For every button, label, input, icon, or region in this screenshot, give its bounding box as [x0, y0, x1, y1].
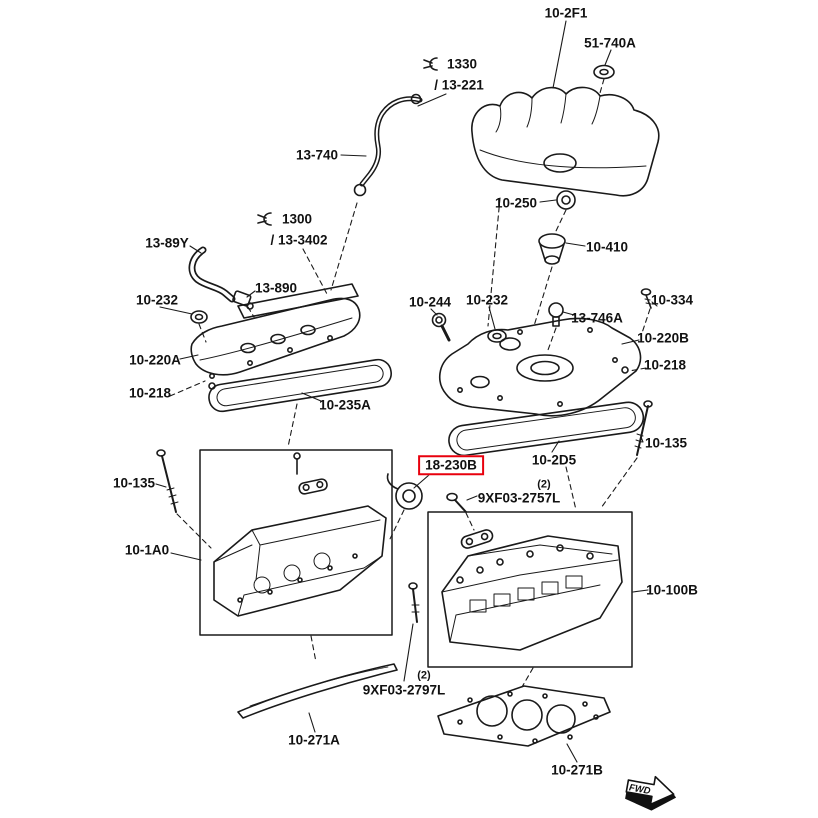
part-label-10-235A[interactable]: 10-235A	[319, 397, 371, 413]
fwd-label: FWD	[628, 782, 651, 797]
grommet-art	[593, 64, 615, 80]
center-grommet-art	[487, 329, 507, 343]
fitting-art	[232, 290, 254, 310]
part-label-10-232-left[interactable]: 10-232	[135, 292, 179, 308]
qty-label-9XF03-2797L: (2)	[417, 669, 431, 682]
part-label-13-221[interactable]: / 13-221	[434, 77, 484, 93]
breather-hose-art	[353, 93, 423, 197]
hose-clamp-icon	[257, 212, 272, 226]
part-label-10-100B[interactable]: 10-100B	[646, 582, 698, 598]
part-label-10-220B[interactable]: 10-220B	[637, 330, 689, 346]
leader-lines	[155, 20, 658, 763]
part-label-10-271A[interactable]: 10-271A	[288, 732, 340, 748]
hose-clamp-icon	[423, 57, 438, 71]
part-label-10-244[interactable]: 10-244	[408, 294, 452, 310]
part-label-1330[interactable]: 1330	[446, 56, 478, 72]
bracket-art	[460, 529, 494, 549]
valve-13-746A-art	[548, 302, 564, 327]
part-label-10-135-left[interactable]: 10-135	[112, 475, 156, 491]
part-label-10-2D5[interactable]: 10-2D5	[531, 452, 577, 468]
part-label-10-218-right[interactable]: 10-218	[643, 357, 687, 373]
part-label-10-232-center[interactable]: 10-232	[465, 292, 509, 308]
stud-left-art	[156, 449, 179, 513]
part-label-9XF03-2797L[interactable]: 9XF03-2797L	[362, 682, 446, 698]
left-grommet-art	[190, 310, 208, 324]
screw-10-334-art	[640, 288, 652, 309]
water-outlet-art	[386, 473, 423, 510]
part-label-10-271B[interactable]: 10-271B	[551, 762, 603, 778]
bolt-10-244-art	[431, 312, 451, 342]
elbow-hose-art	[188, 246, 236, 303]
oil-filler-cap-art	[556, 190, 576, 210]
right-cover-gasket-art	[448, 401, 645, 457]
cap-art	[538, 233, 566, 265]
part-label-1300[interactable]: 1300	[281, 211, 313, 227]
part-label-13-3402[interactable]: / 13-3402	[270, 232, 328, 248]
stud-right-art	[634, 400, 653, 456]
part-label-51-740A[interactable]: 51-740A	[584, 35, 636, 51]
engine-cover-art	[471, 86, 660, 197]
left-cover-gasket-art	[208, 358, 392, 413]
part-label-9XF03-2757L[interactable]: 9XF03-2757L	[477, 490, 561, 506]
fwd-arrow-icon: FWD	[625, 775, 677, 811]
qty-label-9XF03-2757L: (2)	[537, 478, 551, 491]
bolt-2797-art	[408, 582, 420, 623]
right-head-box	[427, 511, 633, 668]
part-label-13-890[interactable]: 13-890	[254, 280, 298, 296]
part-label-13-746A[interactable]: 13-746A	[571, 310, 623, 326]
part-label-13-89Y[interactable]: 13-89Y	[145, 235, 189, 251]
part-label-18-230B-highlighted[interactable]: 18-230B	[418, 455, 484, 475]
part-label-10-135-right[interactable]: 10-135	[644, 435, 688, 451]
part-label-10-2F1[interactable]: 10-2F1	[544, 5, 588, 21]
dashed-assembly-lines	[169, 78, 651, 688]
left-head-gasket-art	[237, 663, 398, 719]
right-valve-cover-art	[208, 317, 642, 417]
part-label-10-1A0[interactable]: 10-1A0	[124, 542, 170, 558]
part-label-10-250[interactable]: 10-250	[494, 195, 538, 211]
part-label-10-334[interactable]: 10-334	[650, 292, 694, 308]
part-label-10-410[interactable]: 10-410	[585, 239, 629, 255]
part-label-10-220A[interactable]: 10-220A	[129, 352, 181, 368]
part-label-10-218-left[interactable]: 10-218	[128, 385, 172, 401]
bolt-2757-art	[446, 492, 467, 513]
right-head-gasket-art	[437, 685, 611, 747]
left-head-box	[199, 449, 393, 636]
part-label-13-740[interactable]: 13-740	[295, 147, 339, 163]
left-valve-cover-art	[190, 283, 361, 379]
